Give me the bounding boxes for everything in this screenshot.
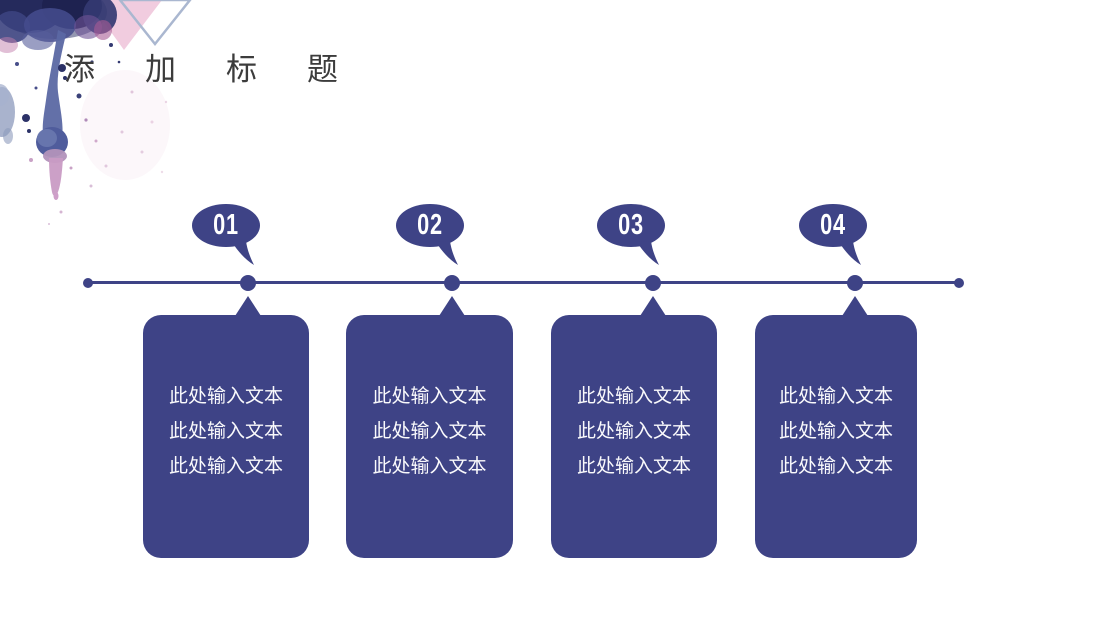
card-text-line[interactable]: 此处输入文本: [778, 386, 893, 407]
number-bubble: 04: [799, 204, 875, 268]
step-number: 02: [417, 209, 443, 241]
text-card[interactable]: 此处输入文本 此处输入文本 此处输入文本: [143, 315, 309, 558]
card-text-line[interactable]: 此处输入文本: [576, 421, 691, 442]
timeline-line: [88, 281, 959, 284]
speech-bubble-icon: [396, 204, 464, 265]
number-bubble: 03: [597, 204, 673, 268]
card-pointer: [439, 296, 465, 316]
watercolor-splash-decoration: [0, 0, 192, 225]
card-text-line[interactable]: 此处输入文本: [372, 386, 487, 407]
card-pointer: [640, 296, 666, 316]
text-card[interactable]: 此处输入文本 此处输入文本 此处输入文本: [551, 315, 717, 558]
card-text-line[interactable]: 此处输入文本: [778, 456, 893, 477]
timeline-dot: [444, 275, 460, 291]
speech-bubble-icon: [799, 204, 867, 265]
timeline-end-dot: [954, 278, 964, 288]
card-pointer: [235, 296, 261, 316]
timeline-dot: [240, 275, 256, 291]
speech-bubble-icon: [597, 204, 665, 265]
number-bubble: 01: [192, 204, 268, 268]
card-text-line[interactable]: 此处输入文本: [576, 386, 691, 407]
outline-triangle-icon: [118, 0, 192, 47]
step-number: 01: [213, 209, 239, 241]
card-text-line[interactable]: 此处输入文本: [372, 456, 487, 477]
card-text-line[interactable]: 此处输入文本: [168, 456, 283, 477]
timeline-dot: [847, 275, 863, 291]
card-text-line[interactable]: 此处输入文本: [168, 386, 283, 407]
card-pointer: [842, 296, 868, 316]
step-number: 03: [618, 209, 644, 241]
step-number: 04: [820, 209, 846, 241]
text-card[interactable]: 此处输入文本 此处输入文本 此处输入文本: [346, 315, 513, 558]
card-text-line[interactable]: 此处输入文本: [576, 456, 691, 477]
speech-bubble-icon: [192, 204, 260, 265]
page-title[interactable]: 添加标题: [64, 52, 388, 87]
card-text-line[interactable]: 此处输入文本: [778, 421, 893, 442]
timeline-start-dot: [83, 278, 93, 288]
timeline-dot: [645, 275, 661, 291]
text-card[interactable]: 此处输入文本 此处输入文本 此处输入文本: [755, 315, 917, 558]
card-text-line[interactable]: 此处输入文本: [168, 421, 283, 442]
card-text-line[interactable]: 此处输入文本: [372, 421, 487, 442]
number-bubble: 02: [396, 204, 472, 268]
